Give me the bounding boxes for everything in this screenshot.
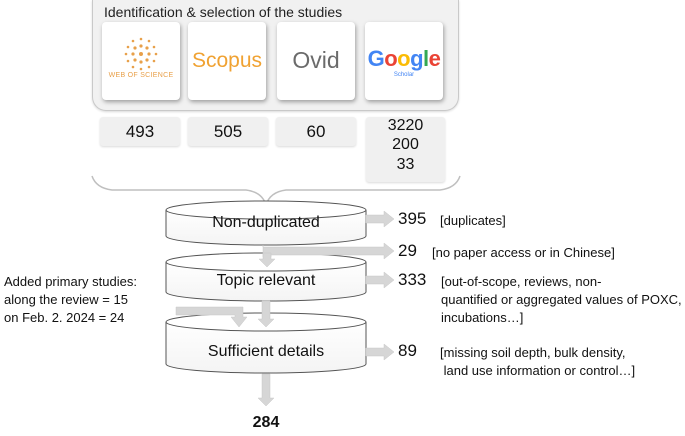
google-scholar-logo-icon: Google — [367, 46, 441, 71]
arrow-down-2 — [257, 300, 275, 328]
exclusion-reason-duplicates: [duplicates] — [440, 213, 506, 228]
final-count: 284 — [252, 414, 280, 431]
count-ovid: 60 — [276, 117, 356, 146]
ovid-card: Ovid — [277, 22, 355, 100]
stage-topic-relevant: Topic relevant — [216, 272, 316, 289]
web-of-science-logo-icon — [124, 37, 158, 71]
exclusion-count-access: 29 — [398, 241, 417, 260]
count-web-of-science: 493 — [100, 117, 180, 146]
stage-non-duplicated: Non-duplicated — [212, 214, 320, 231]
ovid-logo-icon: Ovid — [292, 47, 340, 73]
web-of-science-card: WEB OF SCIENCE — [102, 22, 180, 100]
arrow-exclude-1 — [365, 210, 395, 228]
count-google-scholar-box — [366, 117, 445, 182]
exclusion-reason-access: [no paper access or in Chinese] — [432, 245, 615, 260]
scopus-card: Scopus — [188, 22, 266, 100]
added-studies-line-2: along the review = 15 — [4, 292, 128, 307]
count-google-scholar-2: 200 — [392, 136, 419, 153]
arrow-exclude-4 — [365, 343, 395, 361]
cylinder-non-duplicated — [165, 200, 367, 246]
exclusion-count-duplicates: 395 — [398, 209, 427, 228]
google-scholar-subtext: Scholar — [393, 72, 415, 78]
count-scopus: 505 — [188, 117, 268, 146]
scopus-logo-icon: Scopus — [191, 49, 263, 72]
google-scholar-card: Google Scholar — [365, 22, 443, 100]
exclusion-count-scope: 333 — [398, 270, 427, 289]
arrow-added-studies — [175, 306, 248, 328]
panel-title: Identification & selection of the studie… — [104, 4, 343, 20]
arrow-exclude-3 — [365, 271, 395, 289]
stage-sufficient-details: Sufficient details — [207, 343, 325, 360]
exclusion-reason-details-1: [missing soil depth, bulk density, — [440, 345, 626, 360]
count-google-scholar-3: 33 — [396, 156, 415, 173]
exclusion-reason-details-2: land use information or control…] — [440, 363, 636, 378]
arrow-final — [257, 373, 275, 407]
arrow-down-1 — [258, 252, 276, 268]
added-studies-line-1: Added primary studies: — [4, 274, 137, 289]
count-google-scholar-1: 3220 — [387, 117, 424, 134]
added-studies-line-3: on Feb. 2. 2024 = 24 — [4, 310, 125, 325]
exclusion-reason-scope-2: quantified or aggregated values of POXC, — [441, 292, 682, 307]
exclusion-reason-scope-3: incubations…] — [441, 310, 524, 325]
web-of-science-logo-text: WEB OF SCIENCE — [108, 72, 174, 79]
exclusion-count-details: 89 — [398, 341, 417, 360]
exclusion-reason-scope-1: [out-of-scope, reviews, non- — [441, 274, 602, 289]
